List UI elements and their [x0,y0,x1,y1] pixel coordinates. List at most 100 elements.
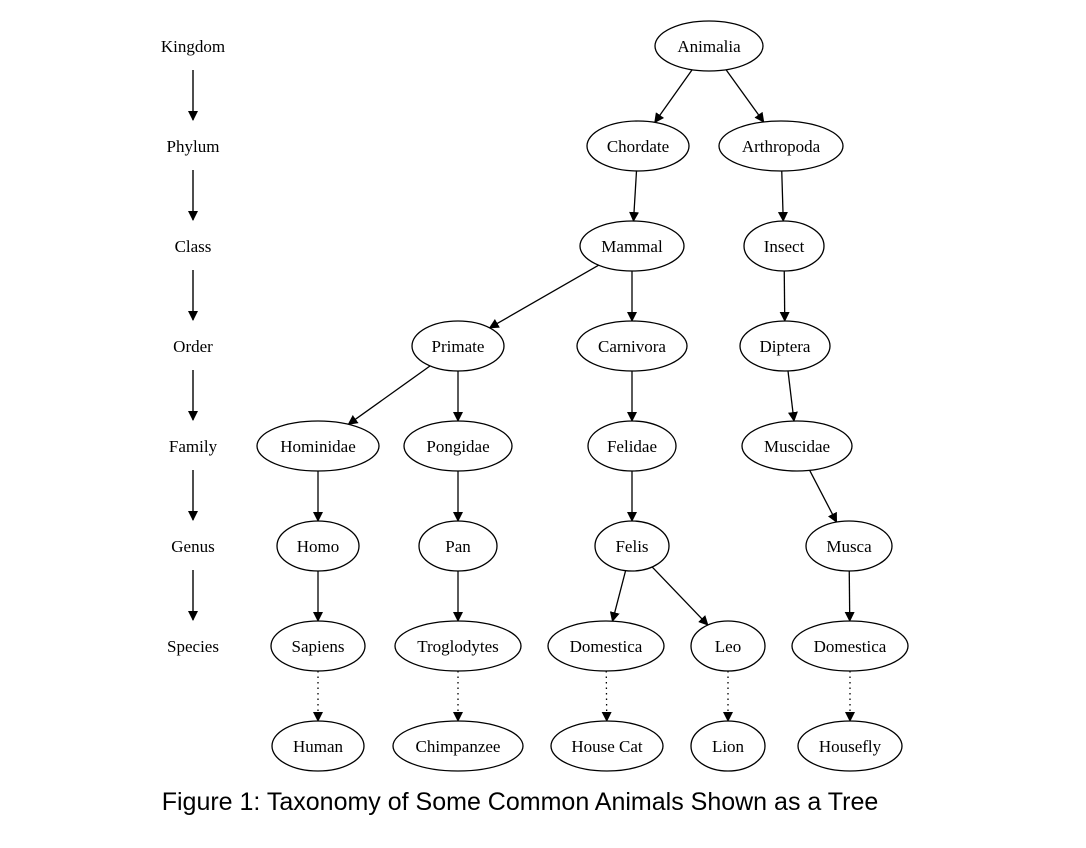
node-label: Carnivora [598,337,666,356]
node-ellipse [587,420,677,472]
rank-label-phylum: Phylum [167,137,220,156]
node-ellipse [394,620,522,672]
node-label: Housefly [819,737,882,756]
node-label: Sapiens [292,637,345,656]
node-musca: Musca [805,520,893,572]
node-troglodytes: Troglodytes [394,620,522,672]
node-label: Lion [712,737,745,756]
node-felidae: Felidae [587,420,677,472]
node-ellipse [256,420,380,472]
edge-diptera-to-muscidae [787,370,798,423]
node-house-cat: House Cat [550,720,664,772]
node-sapiens: Sapiens [270,620,366,672]
node-label: Domestica [570,637,643,656]
node-pan: Pan [418,520,498,572]
rank-label-genus: Genus [171,537,214,556]
rank-label-order: Order [173,337,213,356]
node-ellipse [805,520,893,572]
edge-musca-to-domestica_fly [844,570,855,623]
node-ellipse [550,720,664,772]
node-arthropoda: Arthropoda [718,120,844,172]
edge-chordate-to-mammal [629,170,640,223]
node-label: Homo [297,537,340,556]
node-label: Pongidae [426,437,489,456]
node-ellipse [741,420,853,472]
node-ellipse [547,620,665,672]
node-carnivora: Carnivora [576,320,688,372]
figure-caption: Figure 1: Taxonomy of Some Common Animal… [161,788,879,816]
node-ellipse [579,220,685,272]
edge-muscidae-to-musca [809,470,838,523]
rank-label-family: Family [169,437,218,456]
node-label: Mammal [601,237,663,256]
edge-primate-to-hominidae [347,365,431,425]
node-label: Insect [764,237,805,256]
node-label: Domestica [814,637,887,656]
node-ellipse [411,320,505,372]
node-housefly: Housefly [797,720,903,772]
tree-edges [313,69,855,723]
node-ellipse [576,320,688,372]
node-ellipse [690,720,766,772]
node-homo: Homo [276,520,360,572]
node-leo: Leo [690,620,766,672]
node-ellipse [739,320,831,372]
node-muscidae: Muscidae [741,420,853,472]
node-label: Animalia [677,37,741,56]
node-ellipse [718,120,844,172]
rank-label-kingdom: Kingdom [161,37,225,56]
node-chordate: Chordate [586,120,690,172]
node-domestica-cat: Domestica [547,620,665,672]
node-chimpanzee: Chimpanzee [392,720,524,772]
edge-animalia-to-chordate [654,69,693,124]
node-label: Leo [715,637,741,656]
node-primate: Primate [411,320,505,372]
node-ellipse [392,720,524,772]
node-label: Felis [615,537,648,556]
node-label: Chordate [607,137,669,156]
node-ellipse [791,620,909,672]
node-label: Troglodytes [417,637,499,656]
node-label: Muscidae [764,437,830,456]
node-ellipse [690,620,766,672]
node-domestica-fly: Domestica [791,620,909,672]
node-ellipse [594,520,670,572]
node-ellipse [276,520,360,572]
node-label: Diptera [760,337,811,356]
node-diptera: Diptera [739,320,831,372]
edge-animalia-to-arthropoda [725,69,765,123]
node-lion: Lion [690,720,766,772]
edge-insect-to-diptera [779,270,790,323]
node-label: Hominidae [280,437,356,456]
node-ellipse [654,20,764,72]
node-label: Arthropoda [742,137,821,156]
node-ellipse [270,620,366,672]
node-pongidae: Pongidae [403,420,513,472]
edge-mammal-to-primate [488,264,599,329]
node-human: Human [271,720,365,772]
rank-label-species: Species [167,637,219,656]
node-label: Felidae [607,437,657,456]
node-ellipse [797,720,903,772]
node-ellipse [586,120,690,172]
node-animalia: Animalia [654,20,764,72]
node-label: Musca [826,537,872,556]
node-ellipse [271,720,365,772]
node-felis: Felis [594,520,670,572]
rank-column: KingdomPhylumClassOrderFamilyGenusSpecie… [161,37,225,656]
node-label: Human [293,737,344,756]
node-mammal: Mammal [579,220,685,272]
node-hominidae: Hominidae [256,420,380,472]
node-label: House Cat [571,737,643,756]
node-insect: Insect [743,220,825,272]
edge-felis-to-domestica_cat [609,570,627,623]
node-label: Pan [445,537,471,556]
node-ellipse [418,520,498,572]
node-label: Chimpanzee [416,737,501,756]
node-ellipse [743,220,825,272]
node-label: Primate [432,337,485,356]
edge-domestica_cat-to-house_cat [601,670,612,723]
edge-arthropoda-to-insect [777,170,788,223]
